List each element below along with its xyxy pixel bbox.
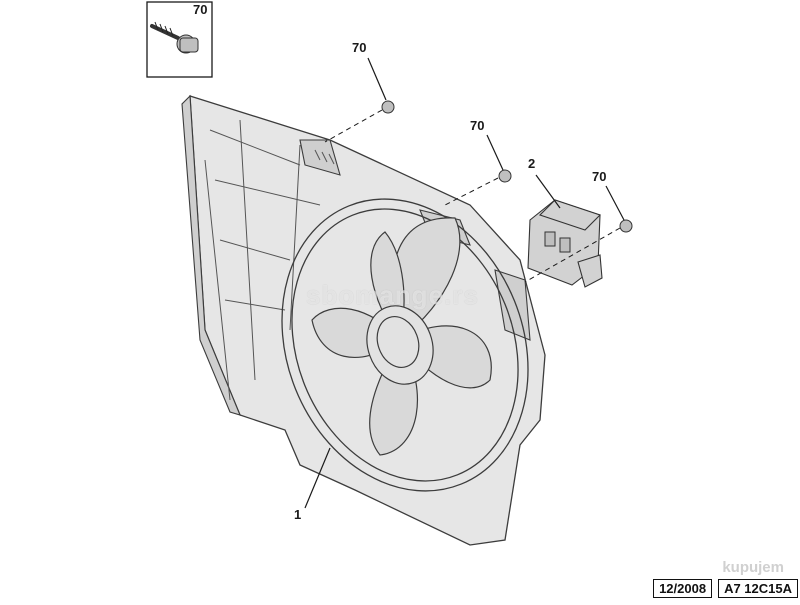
screw-right	[619, 219, 633, 233]
assembly-line-mid	[444, 177, 499, 206]
inset-callout: 70	[193, 2, 207, 17]
callout-fan: 1	[294, 507, 301, 522]
leader-fan	[304, 447, 331, 509]
corner-watermark: kupujem	[722, 559, 784, 576]
callout-screw-top: 70	[352, 40, 366, 55]
reference-footer: 12/2008 A7 12C15A	[653, 579, 798, 598]
fan-ring	[281, 198, 529, 492]
screw-top	[381, 100, 395, 114]
leader-resistor	[535, 174, 561, 209]
screw-mid	[498, 169, 512, 183]
reference-date: 12/2008	[653, 579, 713, 598]
leader-screw-mid	[486, 134, 504, 171]
callout-resistor: 2	[528, 156, 535, 171]
assembly-line-top	[324, 109, 383, 143]
inset-box: 70	[146, 1, 213, 78]
leader-screw-right	[605, 185, 625, 221]
leader-screw-top	[367, 57, 387, 101]
reference-code: A7 12C15A	[718, 579, 798, 598]
fan-rotor	[311, 217, 492, 456]
resistor-module	[527, 199, 603, 288]
inset-screw-icon	[150, 21, 199, 54]
watermark-text: sbomange.rs	[306, 280, 479, 310]
callout-screw-mid: 70	[470, 118, 484, 133]
assembly-line-right	[524, 227, 621, 283]
callout-screw-right: 70	[592, 169, 606, 184]
